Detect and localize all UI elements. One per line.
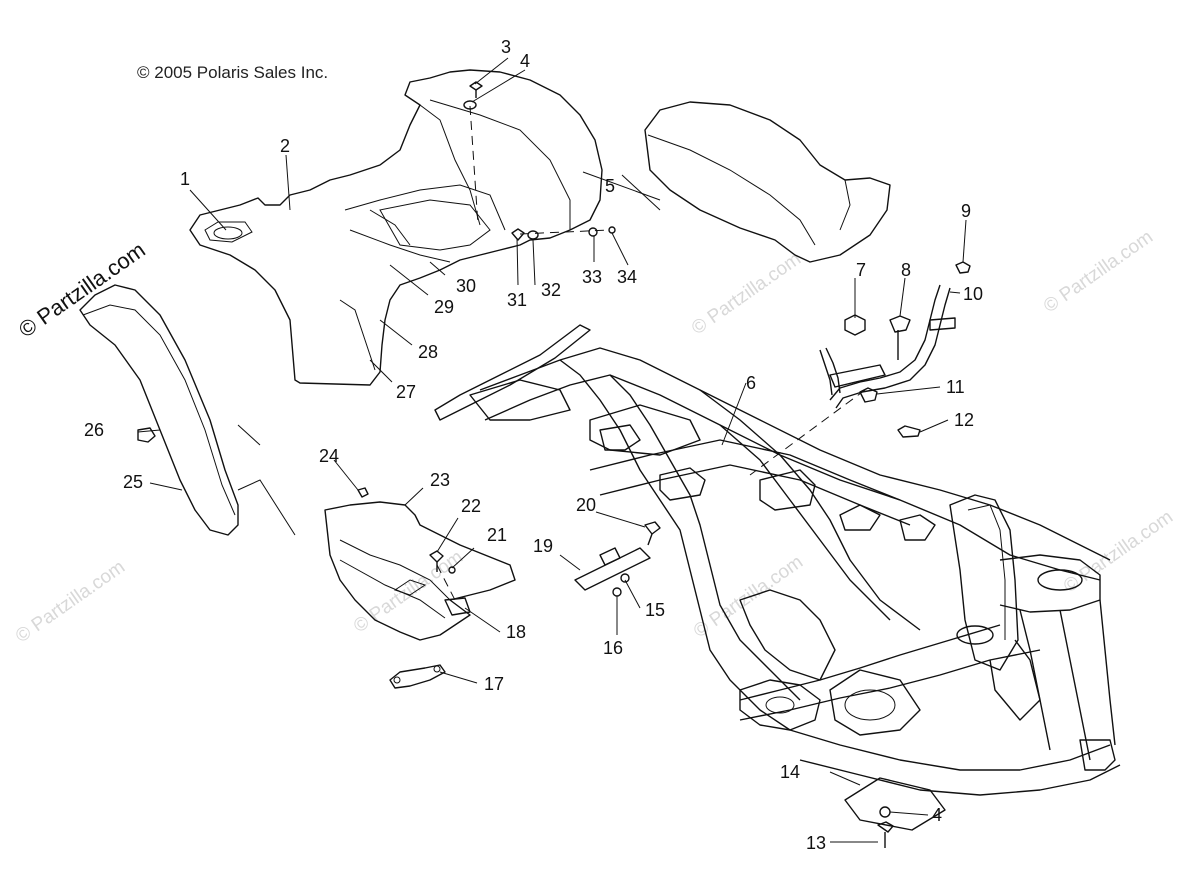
callout-19: 19 bbox=[533, 536, 553, 556]
callout-4: 4 bbox=[520, 51, 530, 71]
callout-1: 1 bbox=[180, 169, 190, 189]
callout-27: 27 bbox=[396, 382, 416, 402]
callout-2: 2 bbox=[280, 136, 290, 156]
callout-11: 11 bbox=[946, 377, 965, 397]
callout-7: 7 bbox=[856, 260, 866, 280]
callout-4-lower: 4 bbox=[932, 805, 942, 825]
callout-29: 29 bbox=[434, 297, 454, 317]
main-frame bbox=[434, 324, 1121, 796]
callout-20: 20 bbox=[576, 495, 596, 515]
callout-9: 9 bbox=[961, 201, 971, 221]
callout-18: 18 bbox=[506, 622, 526, 642]
callout-32: 32 bbox=[541, 280, 561, 300]
callout-6: 6 bbox=[746, 373, 756, 393]
seat bbox=[644, 101, 891, 263]
callout-8: 8 bbox=[901, 260, 911, 280]
callout-26: 26 bbox=[84, 420, 104, 440]
callout-labels: 1 2 3 4 5 6 7 8 9 10 11 12 13 14 4 15 16… bbox=[84, 37, 983, 853]
callout-13: 13 bbox=[806, 833, 826, 853]
callout-34: 34 bbox=[617, 267, 637, 287]
callout-24: 24 bbox=[319, 446, 339, 466]
footwell-panel bbox=[79, 284, 296, 536]
callout-5: 5 bbox=[605, 176, 615, 196]
callout-28: 28 bbox=[418, 342, 438, 362]
callout-16: 16 bbox=[603, 638, 623, 658]
bracket-17 bbox=[389, 664, 446, 689]
callout-23: 23 bbox=[430, 470, 450, 490]
callout-17: 17 bbox=[484, 674, 504, 694]
callout-25: 25 bbox=[123, 472, 143, 492]
callout-33: 33 bbox=[582, 267, 602, 287]
hardware-parts bbox=[137, 81, 971, 848]
callout-30: 30 bbox=[456, 276, 476, 296]
callout-21: 21 bbox=[487, 525, 507, 545]
grab-handle bbox=[819, 284, 956, 409]
callout-31: 31 bbox=[507, 290, 527, 310]
callout-3: 3 bbox=[501, 37, 511, 57]
rear-fender bbox=[189, 69, 603, 386]
callout-14: 14 bbox=[780, 762, 800, 782]
footrest bbox=[324, 501, 516, 641]
leader-lines bbox=[137, 57, 967, 843]
callout-22: 22 bbox=[461, 496, 481, 516]
copyright-text: © 2005 Polaris Sales Inc. bbox=[137, 63, 329, 82]
callout-12: 12 bbox=[954, 410, 974, 430]
callout-10: 10 bbox=[963, 284, 983, 304]
callout-15: 15 bbox=[645, 600, 665, 620]
